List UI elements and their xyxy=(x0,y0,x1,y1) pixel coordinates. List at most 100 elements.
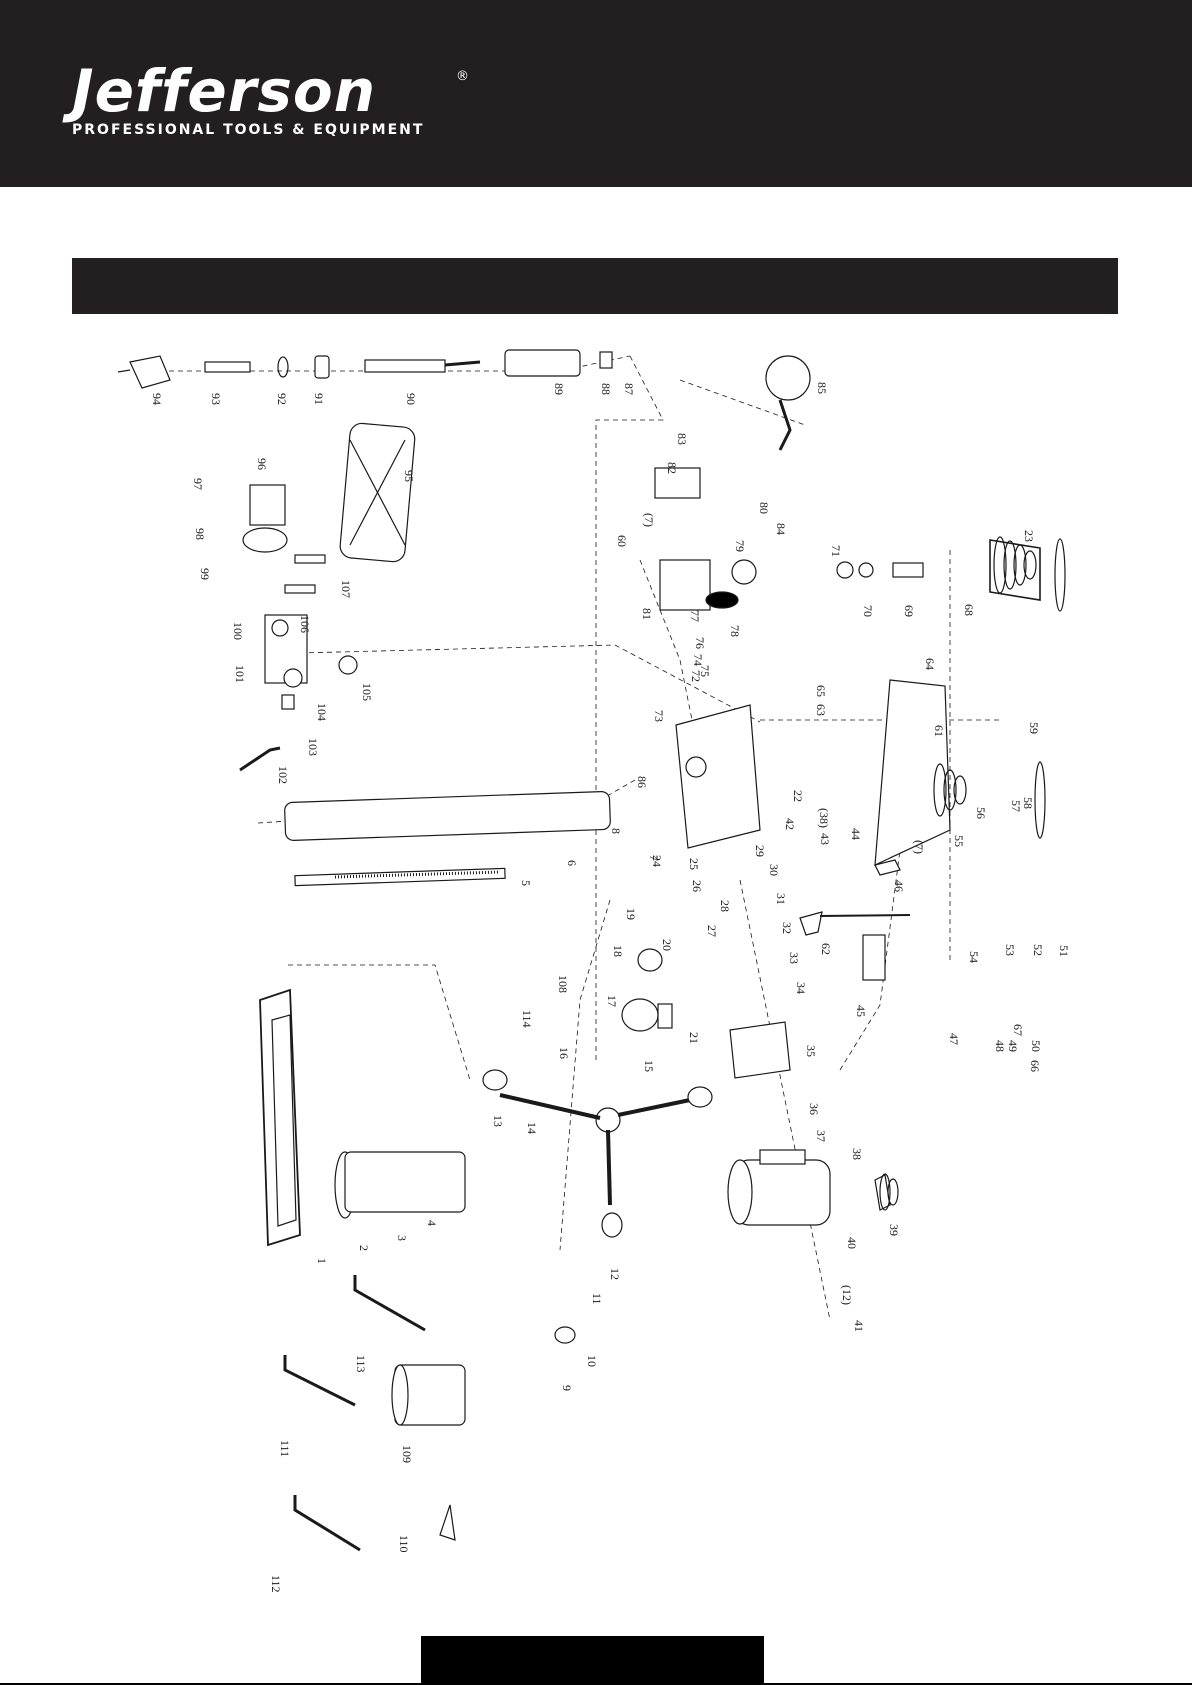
part-number-label: 3 xyxy=(395,1235,409,1241)
part-number-label: 65 xyxy=(814,685,828,697)
part-number-label: 34 xyxy=(794,982,808,994)
pulley-sleeve xyxy=(892,562,924,578)
depth-handle-assembly xyxy=(242,422,416,594)
column xyxy=(284,790,611,841)
part-number-label: 47 xyxy=(947,1033,961,1045)
part-number-label: (7) xyxy=(912,840,926,854)
part-number-label: 67 xyxy=(1011,1024,1025,1036)
part-number-label: 18 xyxy=(611,945,625,957)
part-number-label: 91 xyxy=(312,393,326,405)
part-number-label: 111 xyxy=(278,1440,292,1457)
diagram-artwork xyxy=(117,349,1066,1552)
part-number-label: 76 xyxy=(693,637,707,649)
label-plate xyxy=(862,934,886,981)
part-number-label: 5 xyxy=(519,880,533,886)
part-number-label: (7) xyxy=(642,513,656,527)
part-number-label: 1 xyxy=(315,1258,329,1264)
part-number-label: 6 xyxy=(565,860,579,866)
part-number-label: 32 xyxy=(780,922,794,934)
part-number-label: 27 xyxy=(705,925,719,937)
head-casting xyxy=(654,467,761,849)
table-bracket xyxy=(239,614,358,772)
registered-mark: ® xyxy=(456,69,469,84)
part-number-label: 29 xyxy=(753,845,767,857)
part-number-label: 95 xyxy=(402,470,416,482)
part-number-label: 90 xyxy=(404,393,418,405)
part-number-label: 51 xyxy=(1057,945,1071,957)
part-number-label: 74 xyxy=(691,654,705,666)
part-number-label: 83 xyxy=(675,433,689,445)
part-number-label: 20 xyxy=(660,939,674,951)
part-number-label: 99 xyxy=(198,568,212,580)
key xyxy=(657,1003,673,1029)
part-number-label: 17 xyxy=(605,995,619,1007)
pinion-sleeve xyxy=(621,998,659,1032)
section-title-bar xyxy=(72,258,1118,314)
part-number-label: 54 xyxy=(967,951,981,963)
part-number-label: 15 xyxy=(642,1060,656,1072)
part-number-label: 72 xyxy=(689,670,703,682)
part-number-label: 40 xyxy=(845,1237,859,1249)
part-number-label: 23 xyxy=(1022,530,1036,542)
pinion xyxy=(637,948,663,972)
rack xyxy=(294,867,506,887)
part-number-label: 81 xyxy=(640,608,654,620)
part-number-label: 22 xyxy=(791,790,805,802)
part-number-label: 4 xyxy=(425,1220,439,1226)
part-number-label: 28 xyxy=(718,900,732,912)
part-number-label: 79 xyxy=(733,540,747,552)
spindle-ring xyxy=(277,356,289,378)
part-number-label: 75 xyxy=(698,665,712,677)
motor xyxy=(727,1149,899,1226)
part-number-label: 114 xyxy=(520,1010,534,1028)
belt-guard xyxy=(874,539,1041,876)
part-number-label: 64 xyxy=(923,658,937,670)
hex-keys xyxy=(283,1275,426,1552)
part-number-label: 71 xyxy=(829,545,843,557)
part-number-label: 10 xyxy=(585,1355,599,1367)
feed-crank xyxy=(765,355,811,451)
part-number-label: 109 xyxy=(400,1445,414,1463)
part-number-label: (12) xyxy=(840,1285,854,1305)
footer-rule xyxy=(0,1683,1192,1685)
part-number-label: 49 xyxy=(1006,1040,1020,1052)
part-number-label: 84 xyxy=(774,523,788,535)
part-number-label: 104 xyxy=(315,703,329,721)
part-number-label: 107 xyxy=(339,580,353,598)
part-number-label: 30 xyxy=(767,864,781,876)
idler-pulley xyxy=(933,761,1046,839)
part-number-label: 26 xyxy=(690,880,704,892)
part-number-label: 2 xyxy=(357,1245,371,1251)
part-number-label: 92 xyxy=(275,393,289,405)
part-number-label: 113 xyxy=(354,1355,368,1373)
quill-bearing xyxy=(599,351,613,369)
feed-handle xyxy=(482,1069,713,1238)
part-number-label: 41 xyxy=(852,1320,866,1332)
part-number-label: 43 xyxy=(818,833,832,845)
part-number-label: 7 xyxy=(647,855,661,861)
part-number-label: 48 xyxy=(993,1040,1007,1052)
part-number-label: 9 xyxy=(560,1385,574,1391)
part-number-label: 94 xyxy=(150,393,164,405)
part-number-label: 8 xyxy=(609,828,623,834)
part-number-label: 24 xyxy=(650,855,664,867)
part-number-label: 12 xyxy=(608,1268,622,1280)
spindle xyxy=(364,359,446,373)
part-number-label: 55 xyxy=(952,835,966,847)
part-number-label: (38) xyxy=(817,808,831,828)
part-number-label: 45 xyxy=(854,1005,868,1017)
part-number-label: 106 xyxy=(298,615,312,633)
part-number-label: 102 xyxy=(276,766,290,784)
part-number-label: 85 xyxy=(815,382,829,394)
part-number-label: 78 xyxy=(728,625,742,637)
part-number-label: 69 xyxy=(902,605,916,617)
part-number-label: 77 xyxy=(688,610,702,622)
part-number-label: 63 xyxy=(814,704,828,716)
part-number-label: 14 xyxy=(525,1122,539,1134)
part-number-label: 108 xyxy=(556,975,570,993)
motor-bracket xyxy=(729,1021,791,1079)
part-number-label: 50 xyxy=(1029,1040,1043,1052)
chuck-guard xyxy=(391,1364,466,1426)
bearing xyxy=(314,355,330,379)
